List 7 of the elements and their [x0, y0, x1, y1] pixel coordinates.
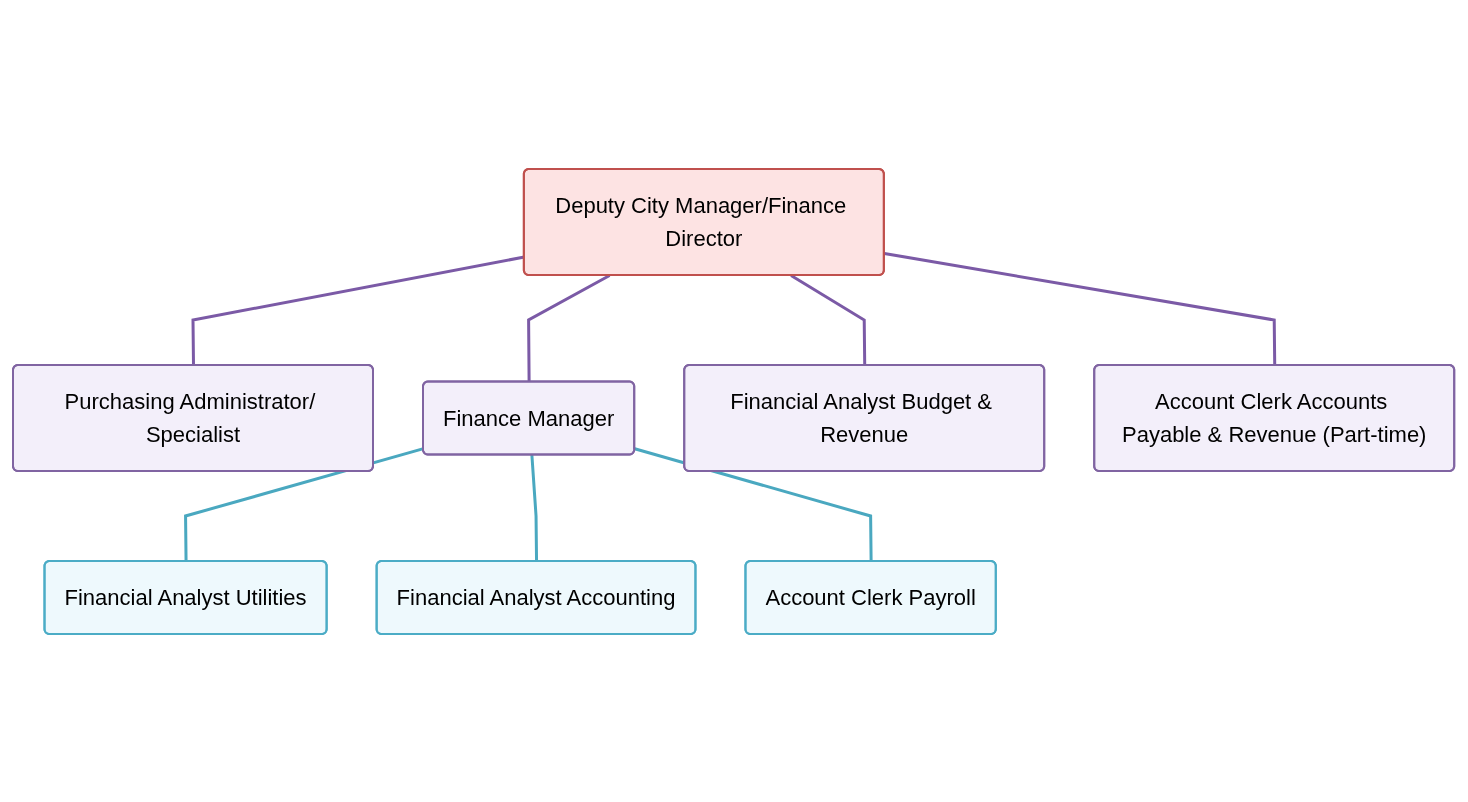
- connector: [884, 251, 1277, 365]
- connector: [634, 446, 873, 561]
- connector: [184, 446, 425, 561]
- connector: [527, 273, 611, 382]
- connector: [191, 255, 525, 365]
- connector: [790, 273, 867, 365]
- connector: [530, 454, 539, 561]
